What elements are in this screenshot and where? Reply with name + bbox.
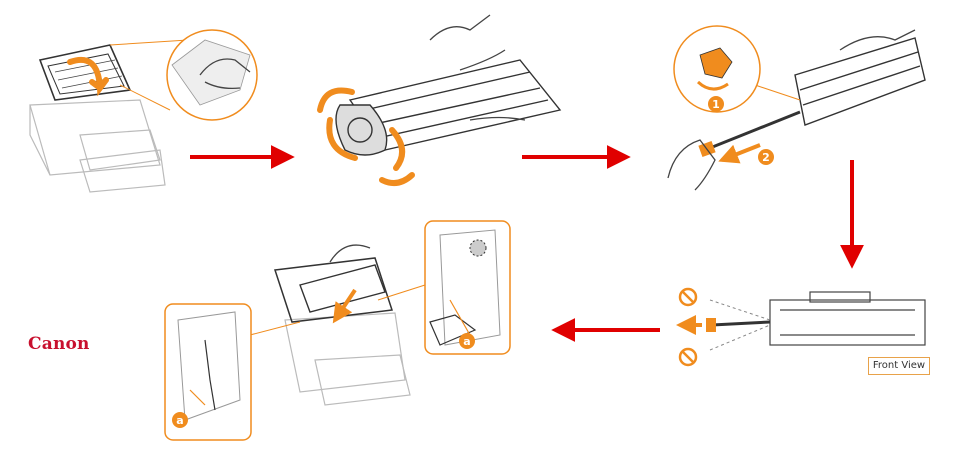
step-remove-seal-tape: 1 2 <box>667 25 926 191</box>
pull-direction-arrow <box>718 143 761 164</box>
hand-icon <box>429 14 526 121</box>
step-pull-straight <box>676 287 926 367</box>
rotate-arrow-icon <box>389 127 405 171</box>
step-shake-cartridge <box>317 14 562 187</box>
rotate-arrow-icon <box>379 172 415 187</box>
insert-direction-arrow <box>332 288 357 324</box>
callout-badge-a: a <box>459 333 475 349</box>
zoom-callout-left-guide: a <box>164 303 301 441</box>
tape-tab <box>706 318 716 332</box>
hand-icon <box>839 29 916 51</box>
step-insert-cartridge: a a <box>164 220 511 441</box>
callout-badge-a-text: a <box>463 335 470 348</box>
toner-cartridge-front <box>769 291 926 346</box>
tape-wrong-angle <box>709 299 771 351</box>
zoom-callout-tab <box>673 25 801 113</box>
step-badge-2-text: 2 <box>762 151 770 164</box>
toner-cartridge <box>299 264 386 313</box>
hand-icon <box>199 58 251 90</box>
step-open-cover <box>29 29 258 193</box>
callout-badge-a-text: a <box>176 414 183 427</box>
hand-icon <box>329 244 371 263</box>
step-badge-2: 2 <box>758 149 774 165</box>
toner-cartridge <box>335 59 562 156</box>
prohibited-icon <box>678 347 698 367</box>
hand-icon <box>667 139 716 191</box>
rotate-arrow-icon <box>317 87 355 113</box>
toner-cartridge <box>794 37 926 126</box>
seal-tape <box>711 320 771 327</box>
seal-tape <box>704 110 801 152</box>
front-view-label: Front View <box>868 357 930 375</box>
zoom-callout-right-guide: a <box>377 220 511 355</box>
prohibited-icon <box>678 287 698 307</box>
rotate-arrow-icon <box>326 117 358 161</box>
step-badge-1: 1 <box>708 96 724 112</box>
callout-badge-a: a <box>172 412 188 428</box>
printer-open <box>274 257 411 406</box>
zoom-callout-latch <box>109 29 258 121</box>
step-badge-1-text: 1 <box>712 98 720 111</box>
rotate-arrow-icon <box>67 56 109 97</box>
brand-logo: Canon <box>28 334 90 354</box>
